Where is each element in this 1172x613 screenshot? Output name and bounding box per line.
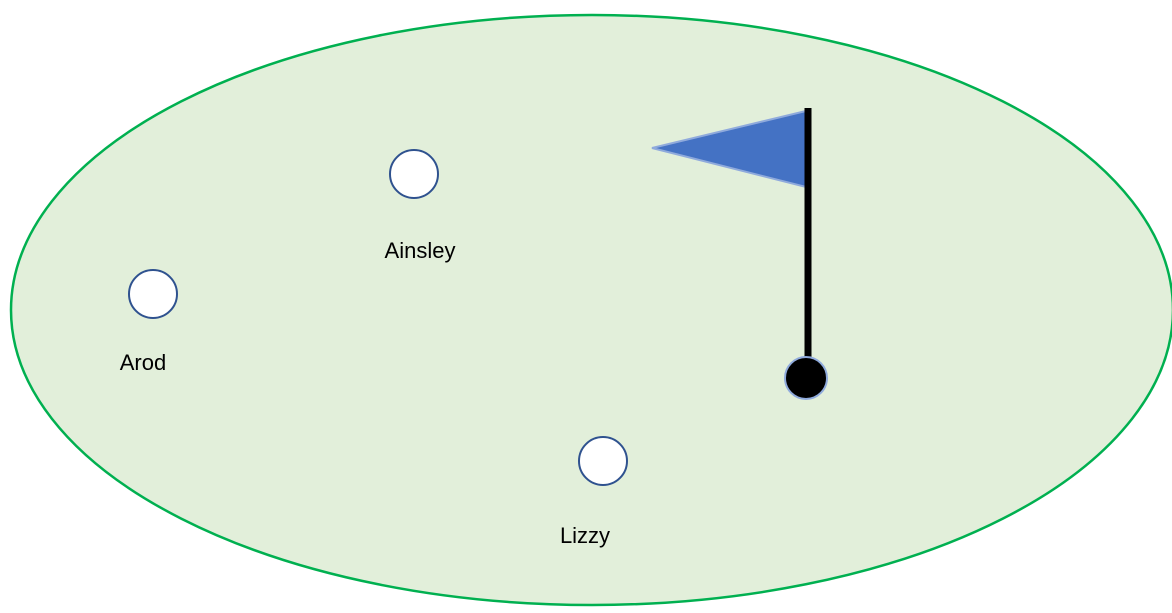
player-arod: Arod (120, 269, 178, 375)
golf-ball-icon (578, 436, 628, 486)
golf-ball-icon (389, 149, 439, 199)
player-lizzy: Lizzy (560, 436, 628, 548)
player-ainsley: Ainsley (385, 149, 456, 263)
golf-ball-icon (128, 269, 178, 319)
hole-cup-icon (784, 356, 828, 400)
player-label: Ainsley (385, 238, 456, 263)
player-label: Lizzy (560, 523, 610, 548)
putting-green (9, 13, 1172, 607)
player-label: Arod (120, 350, 166, 375)
